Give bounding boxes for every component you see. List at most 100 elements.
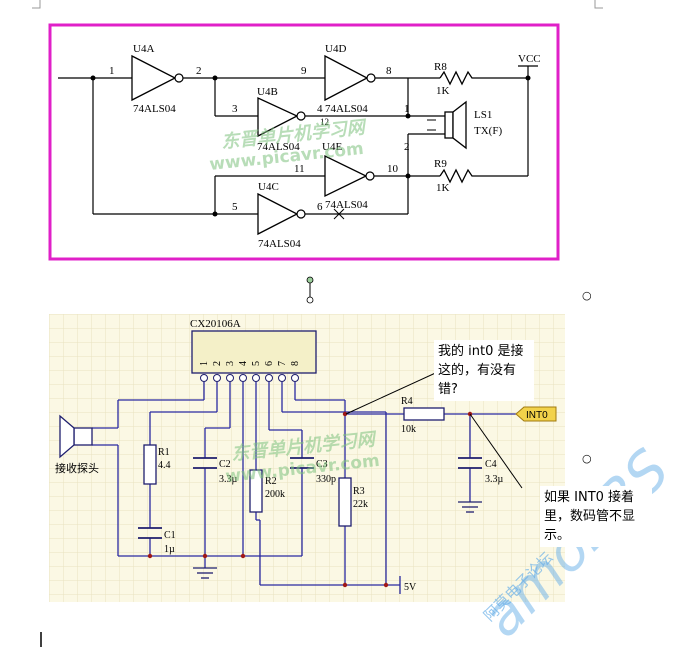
- r2-value: 200k: [265, 489, 285, 500]
- u4b-part: 74ALS04: [257, 141, 300, 153]
- bottom-junctions: [147, 411, 473, 588]
- c2-ref: C2: [219, 459, 231, 470]
- ic-pin-circles: [200, 374, 299, 382]
- u4b-in-pin: 3: [232, 103, 238, 115]
- u4e-part: 74ALS04: [325, 199, 368, 211]
- r2-ref: R2: [265, 476, 277, 487]
- r1-value: 4.4: [158, 460, 171, 471]
- ic-pin-5: 5: [251, 361, 262, 366]
- vcc-label: VCC: [518, 53, 541, 65]
- u4e-ref: U4E: [322, 141, 342, 153]
- c1-value: 1µ: [164, 544, 175, 555]
- capacitor-c4: [458, 457, 482, 469]
- comment-display-issue-text: 如果 INT0 接着里，数码管不显示。: [544, 490, 636, 543]
- c4-ref: C4: [485, 459, 497, 470]
- ground-symbol-left: [193, 567, 217, 579]
- u4b-hidden-pin: 12: [320, 117, 329, 127]
- comment-display-issue: 如果 INT0 接着里，数码管不显示。: [540, 486, 652, 547]
- comment-int0-question-text: 我的 int0 是接这的，有没有错?: [438, 344, 524, 397]
- paragraph-mark: ○: [582, 289, 592, 302]
- receiver-label: 接收探头: [55, 461, 99, 475]
- ic-ref: CX20106A: [190, 318, 241, 330]
- c3-value: 330p: [316, 474, 336, 485]
- ic-pin-1: 1: [199, 361, 210, 366]
- ground-symbols: [193, 501, 482, 579]
- top-schematic: U4A 74ALS04 1 2 U4D 74ALS04 9 8 U4B 74AL…: [48, 23, 560, 261]
- inverter-u4e: [324, 154, 375, 198]
- capacitor-c3: [290, 457, 314, 469]
- u4c-part: 74ALS04: [258, 238, 301, 250]
- ic-pin-numbers: 1 2 3 4 5 6 7 8: [199, 361, 301, 366]
- u4c-out-pin: 6: [317, 201, 323, 213]
- u4e-in-pin: 11: [294, 163, 305, 175]
- ls1-pin2: 2: [404, 141, 410, 153]
- ic-pin-3: 3: [225, 361, 236, 366]
- u4d-in-pin: 9: [301, 65, 307, 77]
- callout-leaders: [345, 369, 523, 489]
- int0-port: INT0: [515, 406, 557, 422]
- u4d-part: 74ALS04: [325, 103, 368, 115]
- bottom-resistors: [143, 407, 445, 527]
- ic-pin-8: 8: [290, 361, 301, 366]
- resistor-r3: [338, 477, 352, 527]
- c1-ref: C1: [164, 530, 176, 541]
- u4e-out-pin: 10: [387, 163, 399, 175]
- c2-value: 3.3µ: [219, 474, 238, 485]
- r3-value: 22k: [353, 499, 368, 510]
- resistor-r9: [439, 168, 475, 184]
- u4d-ref: U4D: [325, 43, 346, 55]
- resistor-r8: [439, 70, 475, 86]
- r8-ref: R8: [434, 61, 447, 73]
- inverter-u4a: [131, 54, 184, 102]
- ls1-pin1: 1: [404, 103, 410, 115]
- top-labels: U4A 74ALS04 1 2 U4D 74ALS04 9 8 U4B 74AL…: [109, 43, 541, 250]
- u4a-part: 74ALS04: [133, 103, 176, 115]
- u4a-out-pin: 2: [196, 65, 202, 77]
- no-connect-mark: [333, 208, 345, 220]
- receiver-probe: [59, 414, 93, 459]
- u4c-in-pin: 5: [232, 201, 238, 213]
- page-corner-marks: [32, 0, 603, 9]
- u4b-out-pin: 4: [317, 103, 323, 115]
- c3-ref: C3: [316, 459, 328, 470]
- u4c-ref: U4C: [258, 181, 279, 193]
- ic-cx20106a-body: [191, 330, 317, 374]
- r3-ref: R3: [353, 486, 365, 497]
- resistor-r4: [403, 407, 445, 421]
- capacitor-c1: [138, 527, 162, 539]
- r9-ref: R9: [434, 158, 447, 170]
- int0-port-label: INT0: [526, 410, 548, 421]
- ic-pin-4: 4: [238, 361, 249, 366]
- speaker-ls1: [427, 100, 467, 150]
- top-junctions: [90, 75, 531, 217]
- paragraph-mark: ○: [582, 452, 592, 465]
- ic-pin-7: 7: [277, 361, 288, 366]
- r1-ref: R1: [158, 447, 170, 458]
- inverter-u4d: [324, 54, 376, 102]
- u4d-out-pin: 8: [386, 65, 392, 77]
- bottom-capacitors: [138, 457, 482, 539]
- supply-5v: 5V: [404, 582, 417, 593]
- capacitor-c2: [193, 457, 217, 469]
- ic-pin-6: 6: [264, 361, 275, 366]
- r9-value: 1K: [436, 182, 450, 194]
- ls1-ref: LS1: [474, 109, 492, 121]
- u4a-ref: U4A: [133, 43, 154, 55]
- ground-symbol-right: [458, 501, 482, 513]
- bottom-wires: [92, 382, 516, 594]
- inverter-u4c: [257, 192, 306, 236]
- ic-pin-2: 2: [212, 361, 223, 366]
- comment-int0-question: 我的 int0 是接这的，有没有错?: [434, 340, 534, 401]
- inverter-u4b: [257, 96, 306, 138]
- c4-value: 3.3µ: [485, 474, 504, 485]
- resistor-r1: [143, 444, 157, 485]
- u4a-in-pin: 1: [109, 65, 115, 77]
- r4-value: 10k: [401, 424, 416, 435]
- r4-ref: R4: [401, 396, 413, 407]
- bottom-labels: CX20106A R1 4.4 C1 1µ C2 3.3µ R2 200k C3…: [158, 318, 504, 593]
- object-anchor-handle[interactable]: [306, 276, 314, 304]
- resistor-r2: [249, 469, 263, 513]
- r8-value: 1K: [436, 85, 450, 97]
- ls1-name: TX(F): [474, 125, 502, 137]
